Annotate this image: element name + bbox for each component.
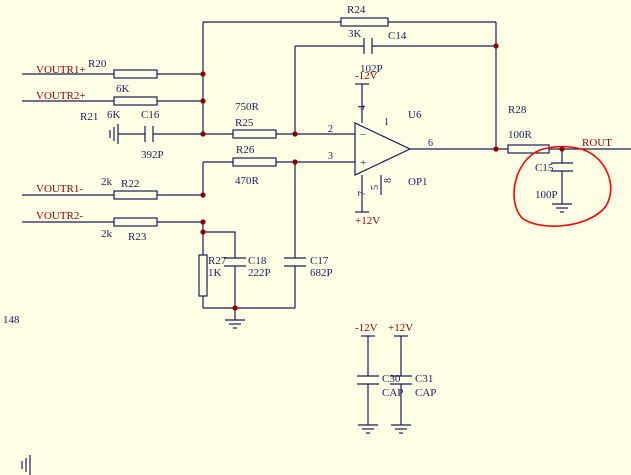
r25-value: 750R: [235, 101, 260, 113]
c14-ref: C14: [388, 30, 407, 42]
page-number: 148: [3, 314, 20, 326]
ground-icon-corner: [21, 455, 31, 475]
resistor-r25[interactable]: [232, 129, 277, 139]
pin-1: 1: [384, 117, 389, 128]
c18-ref: C18: [248, 255, 267, 267]
junctions: [200, 43, 565, 311]
pin-7: 7: [357, 191, 368, 196]
c30-ref: C30: [382, 373, 401, 385]
c16-ref: C16: [141, 109, 160, 121]
resistor-r23[interactable]: [113, 217, 158, 227]
junction-dot: [559, 146, 565, 152]
capacitor-c30[interactable]: [357, 375, 379, 385]
power-neg-opamp: -12V: [355, 70, 378, 82]
r22-ref: R22: [121, 178, 139, 190]
r28-value: 100R: [508, 129, 533, 141]
c14-value: 102P: [360, 63, 383, 75]
resistor-r22[interactable]: [113, 190, 158, 200]
wires: [22, 21, 631, 425]
r27-value: 1K: [208, 267, 222, 279]
ground-symbols: [21, 124, 572, 475]
power-pos-c31: +12V: [388, 322, 413, 334]
pin-4: 4: [357, 105, 368, 110]
pin-5: 5: [370, 185, 381, 190]
junction-dot: [200, 192, 206, 198]
pin-2: 2: [328, 124, 333, 135]
capacitor-c16[interactable]: [144, 126, 154, 142]
r20-value: 6K: [116, 83, 130, 95]
capacitors: [144, 38, 573, 385]
junction-dot: [493, 43, 499, 49]
resistors: [113, 17, 550, 297]
r21-value: 6K: [107, 109, 121, 121]
ground-icon-c31: [391, 424, 411, 434]
r24-ref: R24: [347, 4, 366, 16]
net-rout: ROUT: [582, 137, 612, 149]
capacitor-c18[interactable]: [224, 257, 246, 267]
junction-dot: [200, 219, 206, 225]
c15-value: 100P: [535, 189, 558, 201]
u6-value: OP1: [408, 176, 428, 188]
ground-icon-r21: [109, 124, 119, 144]
c31-value: CAP: [415, 387, 436, 399]
c30-value: CAP: [382, 387, 403, 399]
net-voutr2-minus: VOUTR2-: [36, 210, 83, 222]
c16-value: 392P: [141, 149, 164, 161]
resistor-r21[interactable]: [113, 96, 158, 106]
r26-value: 470R: [235, 175, 260, 187]
labels: VOUTR1+ VOUTR2+ VOUTR1- VOUTR2- ROUT R20…: [3, 4, 612, 399]
net-voutr2-plus: VOUTR2+: [36, 90, 86, 102]
junction-dot: [200, 229, 206, 235]
power-neg-c30: -12V: [355, 322, 378, 334]
junction-dot: [292, 131, 298, 137]
junction-dot: [200, 131, 206, 137]
junction-dot: [493, 146, 499, 152]
pin-8: 8: [383, 178, 394, 183]
ground-icon-c30: [358, 424, 378, 434]
highlight-annotation: [513, 145, 612, 227]
ground-icon-c15: [552, 203, 572, 213]
c17-value: 682P: [310, 267, 333, 279]
power-symbols: [355, 83, 408, 337]
net-voutr1-plus: VOUTR1+: [36, 64, 86, 76]
junction-dot: [200, 71, 206, 77]
net-voutr1-minus: VOUTR1-: [36, 183, 83, 195]
resistor-r24[interactable]: [340, 17, 389, 27]
resistor-r20[interactable]: [113, 69, 158, 79]
c15-ref: C15: [535, 162, 554, 174]
c18-value: 222P: [248, 267, 271, 279]
pin-3: 3: [328, 151, 333, 162]
c17-ref: C17: [310, 255, 329, 267]
resistor-r27[interactable]: [198, 254, 208, 297]
capacitor-c15[interactable]: [551, 162, 573, 172]
resistor-r26[interactable]: [232, 157, 277, 167]
opamp-minus-sign: −: [360, 129, 366, 141]
power-pos-opamp: +12V: [355, 215, 380, 227]
r24-value: 3K: [348, 28, 362, 40]
pin-6: 6: [428, 138, 433, 149]
c31-ref: C31: [415, 373, 433, 385]
resistor-r28[interactable]: [507, 144, 550, 154]
r22-value: 2k: [101, 176, 113, 188]
opamp-plus-sign: +: [360, 157, 366, 169]
u6-ref: U6: [408, 109, 422, 121]
capacitor-c17[interactable]: [284, 257, 306, 267]
r27-ref: R27: [208, 255, 227, 267]
r21-ref: R21: [80, 111, 98, 123]
r23-ref: R23: [128, 231, 147, 243]
junction-dot: [292, 159, 298, 165]
junction-dot: [200, 98, 206, 104]
r26-ref: R26: [236, 144, 255, 156]
ground-icon-bottom: [225, 319, 245, 329]
r20-ref: R20: [88, 58, 107, 70]
r28-ref: R28: [508, 104, 527, 116]
r23-value: 2k: [101, 228, 113, 240]
capacitor-c14[interactable]: [363, 38, 373, 54]
opamp-u6[interactable]: − +: [354, 122, 412, 176]
capacitor-c31[interactable]: [390, 375, 412, 385]
junction-dot: [232, 305, 238, 311]
r25-ref: R25: [235, 117, 254, 129]
